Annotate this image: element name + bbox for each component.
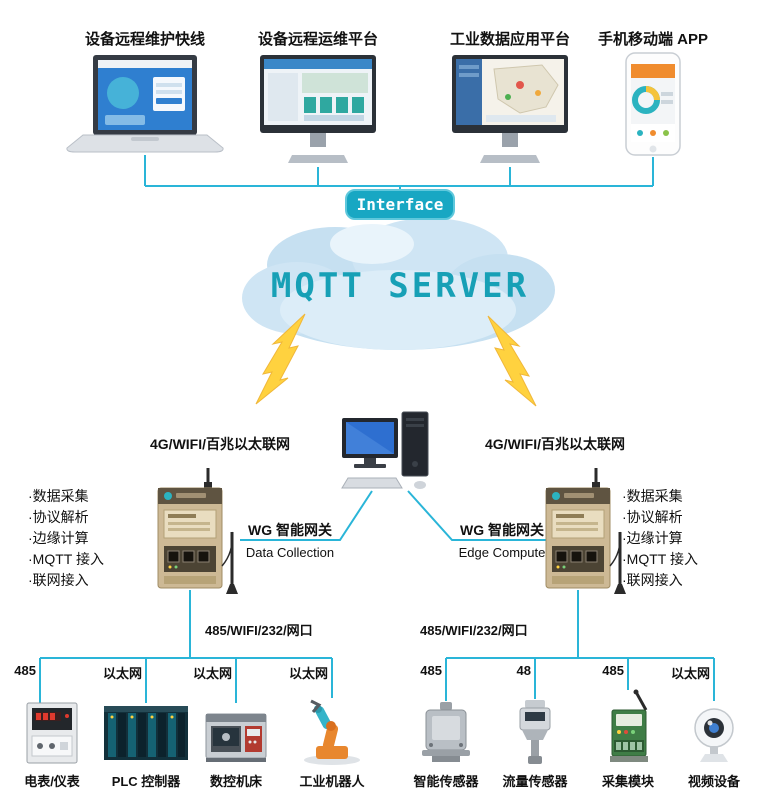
- collection-module-illustration: [600, 688, 656, 771]
- feature-item: ·边缘计算: [622, 530, 683, 546]
- device-caption-robot: 工业机器人: [299, 774, 365, 789]
- left-gateway-illustration: [150, 466, 240, 603]
- device-caption-camera: 视频设备: [687, 774, 740, 789]
- plc-controller-illustration: [104, 704, 188, 767]
- right-network-label: 4G/WIFI/百兆以太联网: [485, 436, 625, 452]
- flow-sensor-illustration: [512, 698, 558, 771]
- lightning-bolt-right: [487, 315, 537, 407]
- phone-illustration: [625, 52, 681, 163]
- lightning-bolt-left: [255, 313, 306, 405]
- branch-label: 485: [420, 663, 442, 678]
- right-gateway-subtitle: Edge Compute: [458, 545, 546, 560]
- desktop-computer-illustration: [340, 410, 440, 497]
- feature-item: ·联网接入: [28, 572, 89, 588]
- industrial-robot-illustration: [298, 696, 366, 771]
- feature-item: ·数据采集: [622, 488, 683, 504]
- right-gateway-illustration: [538, 466, 628, 603]
- left-network-label: 4G/WIFI/百兆以太联网: [150, 436, 290, 452]
- platform-label-industrial: 工业数据应用平台: [449, 31, 570, 48]
- branch-label: 以太网: [288, 666, 328, 681]
- branch-label: 以太网: [102, 666, 142, 681]
- laptop-illustration: [65, 55, 225, 160]
- cnc-machine-illustration: [204, 702, 268, 769]
- left-bus-label: 485/WIFI/232/网口: [205, 623, 313, 638]
- left-gateway-features: ·数据采集 ·协议解析 ·边缘计算 ·MQTT 接入 ·联网接入: [28, 486, 104, 591]
- platform-label-ops: 设备远程运维平台: [257, 31, 378, 48]
- monitor-map-illustration: [450, 55, 570, 172]
- branch-label: 485: [602, 663, 624, 678]
- monitor-dashboard-illustration: [258, 55, 378, 172]
- device-caption-meter: 电表/仪表: [24, 774, 80, 789]
- video-camera-illustration: [686, 700, 742, 769]
- platform-label-maintenance: 设备远程维护快线: [84, 31, 205, 48]
- left-gateway-title: WG 智能网关: [248, 522, 332, 538]
- feature-item: ·MQTT 接入: [622, 551, 698, 567]
- mqtt-server-label: MQTT SERVER: [270, 266, 530, 306]
- device-caption-sensor: 智能传感器: [413, 774, 479, 789]
- feature-item: ·边缘计算: [28, 530, 89, 546]
- feature-item: ·协议解析: [28, 509, 89, 525]
- right-bus-label: 485/WIFI/232/网口: [420, 623, 528, 638]
- right-gateway-features: ·数据采集 ·协议解析 ·边缘计算 ·MQTT 接入 ·联网接入: [622, 486, 698, 591]
- device-caption-plc: PLC 控制器: [111, 774, 181, 789]
- connector-lines: [39, 155, 715, 703]
- device-caption-flow-sensor: 流量传感器: [502, 774, 568, 789]
- feature-item: ·数据采集: [28, 488, 89, 504]
- feature-item: ·联网接入: [622, 572, 683, 588]
- left-gateway-subtitle: Data Collection: [245, 545, 335, 560]
- branch-label: 48: [516, 663, 531, 678]
- branch-label: 485: [14, 663, 36, 678]
- right-gateway-title: WG 智能网关: [460, 522, 544, 538]
- platform-label-mobile-app: 手机移动端 APP: [597, 31, 708, 48]
- device-caption-cnc: 数控机床: [209, 774, 262, 789]
- interface-badge: Interface: [345, 189, 455, 220]
- cloud-shape: [242, 218, 555, 350]
- device-caption-module: 采集模块: [601, 774, 654, 789]
- branch-label: 以太网: [192, 666, 232, 681]
- smart-sensor-illustration: [418, 700, 474, 769]
- power-meter-illustration: [26, 702, 78, 769]
- feature-item: ·MQTT 接入: [28, 551, 104, 567]
- feature-item: ·协议解析: [622, 509, 683, 525]
- branch-label: 以太网: [670, 666, 710, 681]
